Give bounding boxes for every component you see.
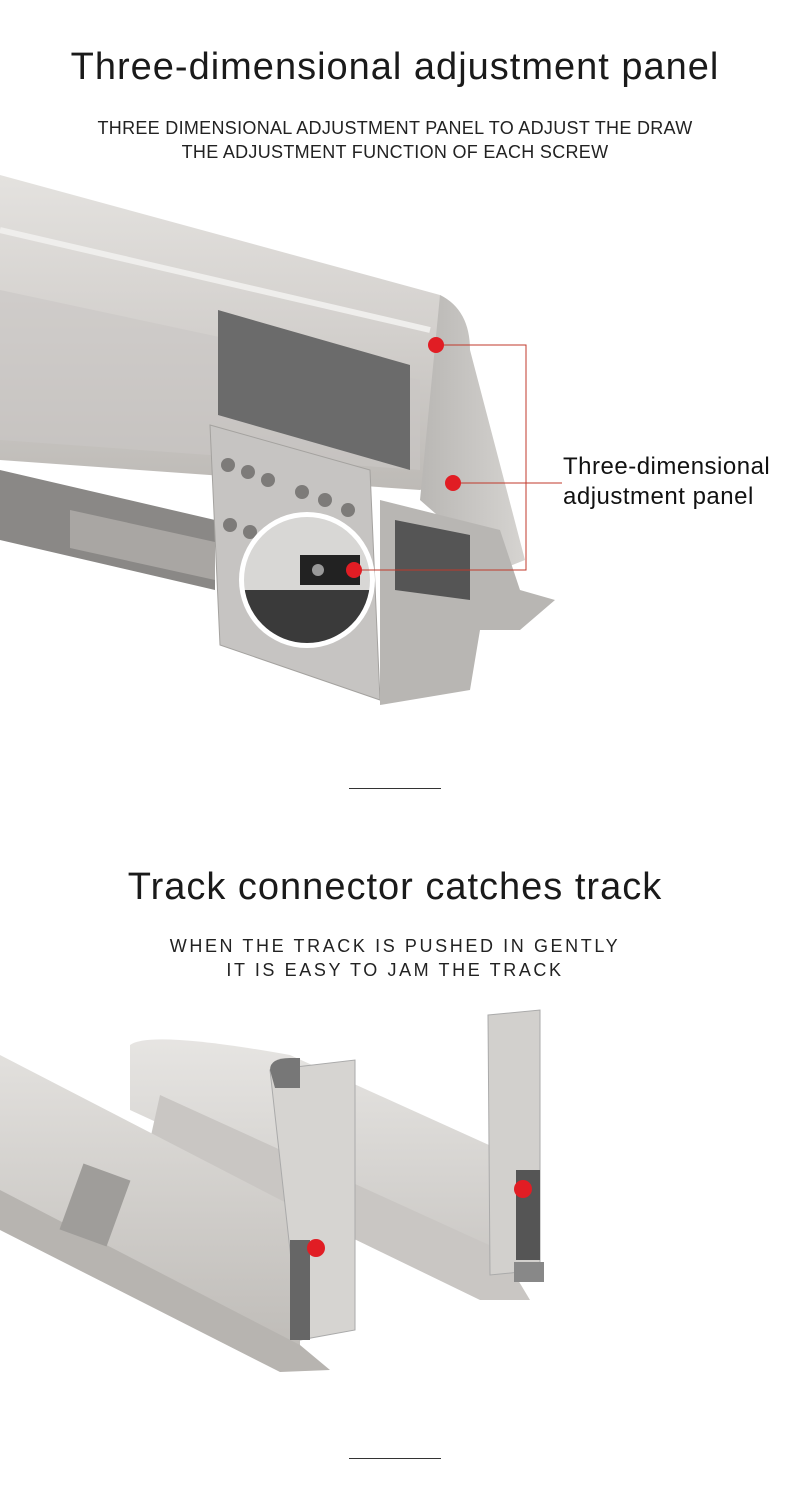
marker-dot bbox=[514, 1180, 532, 1198]
marker-dot bbox=[307, 1239, 325, 1257]
section1-subtitle-line1: THREE DIMENSIONAL ADJUSTMENT PANEL TO AD… bbox=[97, 118, 693, 138]
section-divider bbox=[349, 788, 441, 789]
callout-line2: adjustment panel bbox=[563, 483, 754, 510]
section1-subtitle: THREE DIMENSIONAL ADJUSTMENT PANEL TO AD… bbox=[0, 116, 790, 164]
section1-subtitle-line2: THE ADJUSTMENT FUNCTION OF EACH SCREW bbox=[181, 142, 609, 162]
marker-dot bbox=[428, 337, 444, 353]
marker-dot bbox=[445, 475, 461, 491]
callout-line1: Three-dimensional bbox=[563, 453, 771, 480]
callout-label: Three-dimensional adjustment panel bbox=[563, 452, 770, 512]
section-divider-bottom bbox=[349, 1458, 441, 1459]
marker-dot bbox=[346, 562, 362, 578]
drawer-rails-image bbox=[0, 1009, 544, 1372]
section2-subtitle: WHEN THE TRACK IS PUSHED IN GENTLY IT IS… bbox=[0, 934, 790, 982]
drawer-closeup-image bbox=[0, 175, 562, 705]
section1-title: Three-dimensional adjustment panel bbox=[70, 46, 720, 88]
section2-subtitle-line2: IT IS EASY TO JAM THE TRACK bbox=[226, 960, 564, 980]
section2-subtitle-line1: WHEN THE TRACK IS PUSHED IN GENTLY bbox=[169, 936, 621, 956]
section2-title: Track connector catches track bbox=[127, 866, 663, 908]
